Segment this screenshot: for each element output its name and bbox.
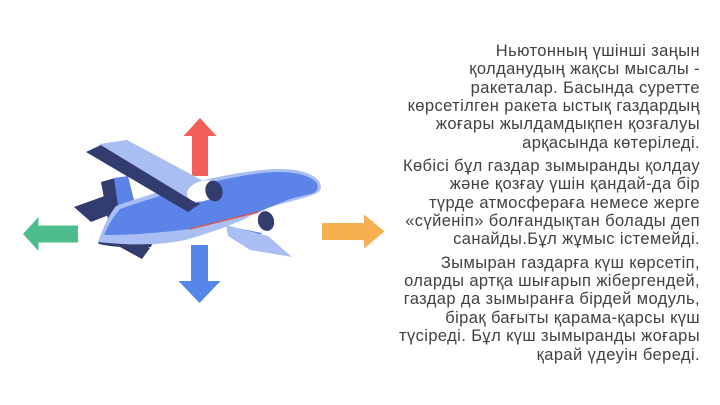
paragraph-3: Зымыран газдарға күш көрсетіп,оларды арт…	[340, 254, 700, 364]
text-line: жоғары жылдамдықпен қозғалуы	[435, 115, 700, 134]
text-line: түсіреді. Бұл күш зымыранды жоғары	[399, 327, 700, 346]
text-line: Көбісі бұл газдар зымыранды қолдау	[402, 157, 700, 176]
arrow-left-icon	[23, 217, 78, 251]
text-line: оларды артқа шығарып жібергендей,	[404, 272, 700, 291]
airplane-fuselage-upper	[104, 172, 318, 235]
far-engine-intake	[205, 180, 223, 202]
airplane-forces-illustration	[23, 118, 385, 303]
text-line: «сүйеніп» болғандықтан болады деп	[405, 212, 700, 231]
fuselage-tail-underside	[98, 242, 152, 248]
text-line: ракеталар. Басында суретте	[470, 78, 700, 97]
text-line: арқасында көтеріледі.	[522, 133, 700, 152]
text-line: қолданудың жақсы мысалы -	[469, 60, 700, 79]
text-line: бірақ бағыты қарама-қарсы күш	[445, 308, 700, 327]
airplane-graphic	[74, 140, 321, 259]
text-line: Зымыран газдарға күш көрсетіп,	[440, 253, 700, 272]
fuselage-red-stripe	[189, 211, 259, 230]
text-line: санайды.Бұл жұмыс істемейді.	[453, 230, 700, 249]
text-line: газдар да зымыранға бірдей модуль,	[403, 290, 700, 309]
text-line: түрде атмосфераға немесе жерге	[428, 193, 700, 212]
arrow-right-icon	[322, 214, 385, 249]
text-line: және қозғау үшін қандай-да бір	[449, 175, 700, 194]
far-wing-edge	[86, 144, 200, 212]
arrow-up-icon	[183, 118, 217, 176]
text-line: қарай үдеуін береді.	[536, 345, 700, 364]
near-engine-intake	[257, 211, 275, 231]
arrow-down-icon	[178, 245, 221, 303]
text-line: көрсетілген ракета ыстық газдардың	[407, 97, 700, 116]
text-line: Ньютонның үшінші заңын	[495, 42, 700, 60]
near-wing	[226, 225, 292, 257]
